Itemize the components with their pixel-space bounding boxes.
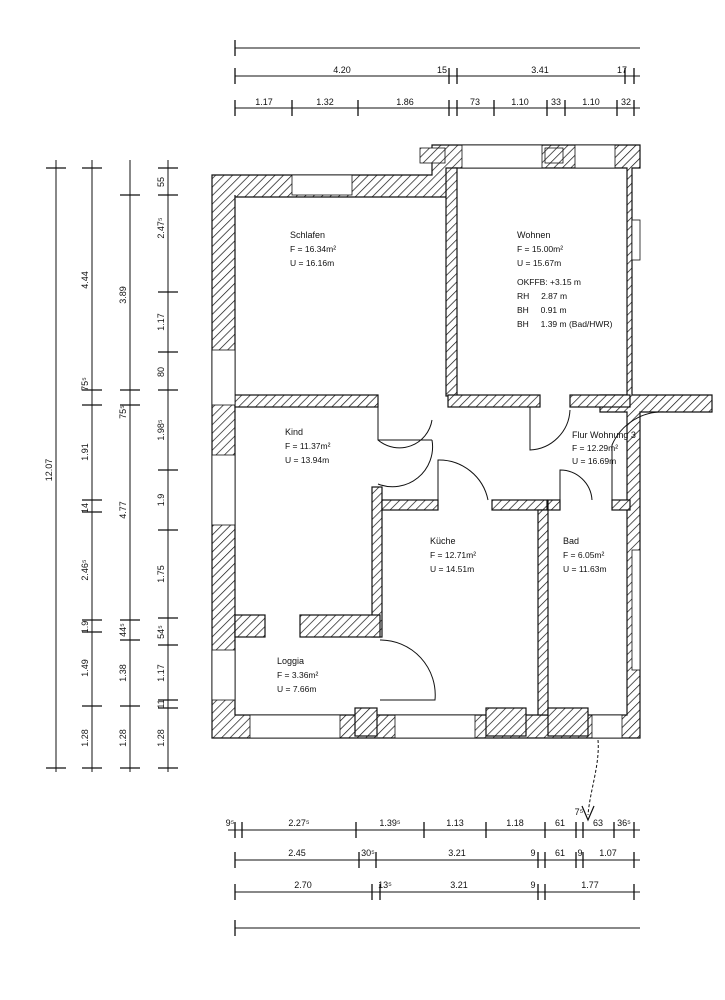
dim-top-r1-0: 4.20 [333,65,351,75]
dim-left-c4-0: 55 [156,177,166,187]
dim-left-c2-0: 4.44 [80,271,90,289]
dim-top-r1-3: 17 [617,65,627,75]
room-area: F = 6.05m² [563,550,605,560]
room-schlafen: Schlafen F = 16.34m² U = 16.16m [290,230,336,268]
dim-bottom-r2-3: 9 [530,848,535,858]
room-kind: Kind F = 11.37m² U = 13.94m [285,427,331,465]
dim-bottom-r2-2: 3.21 [448,848,466,858]
room-name: Wohnen [517,230,550,240]
room-kueche: Küche F = 12.71m² U = 14.51m [430,536,476,574]
room-area: F = 12.71m² [430,550,476,560]
dim-bottom-r1-0: 9⁵ [226,818,235,828]
doors [377,407,666,701]
room-area: F = 15.00m² [517,244,563,254]
dim-left-c4-2: 1.17 [156,313,166,331]
dim-left-c3-1: 75⁵ [118,405,128,419]
walls [211,144,713,739]
dim-bottom-r2-5: 9 [577,848,582,858]
bottom-dimension-chains: 9⁵ 2.27⁵ 1.39⁵ 1.13 1.18 61 7⁵ 63 36⁵ 2.… [226,807,640,936]
dim-bottom-r3-4: 1.77 [581,880,599,890]
room-name: Loggia [277,656,304,666]
dim-top-r2-0: 1.17 [255,97,273,107]
dim-left-c3-5: 1.28 [118,729,128,747]
room-name: Bad [563,536,579,546]
dim-left-c3-0: 3.89 [118,286,128,304]
left-dimension-chains: 12.07 4.44 75⁵ 1.91 14 2.46⁵ 1.9 1.49 1.… [44,160,178,772]
dim-left-c4-3: 80 [156,367,166,377]
dim-left-c2-2: 1.91 [80,443,90,461]
dim-bottom-r3-2: 3.21 [450,880,468,890]
dim-bottom-r1-2: 1.39⁵ [379,818,401,828]
dim-top-r2-1: 1.32 [316,97,334,107]
dim-top-r2-7: 32 [621,97,631,107]
dim-bottom-r3-1: 13⁵ [378,880,392,890]
dim-bottom-r2-6: 1.07 [599,848,617,858]
dim-bottom-r1-1: 2.27⁵ [288,818,310,828]
dim-left-c4-5: 1.9 [156,494,166,507]
room-extra: RH 2.87 m [517,291,567,301]
room-perimeter: U = 13.94m [285,455,329,465]
top-dimension-chains: 4.20 15 3.41 17 1.17 1.32 1.86 73 1.10 3… [234,40,640,116]
dim-left-c4-4: 1.98⁵ [156,419,166,441]
room-flur: Flur Wohnung 3 F = 12.29m² U = 16.69m [572,430,636,466]
room-area: F = 12.29m² [572,443,618,453]
room-perimeter: U = 11.63m [563,564,607,574]
dim-bottom-r1-5: 61 [555,818,565,828]
room-area: F = 11.37m² [285,441,331,451]
dim-bottom-r1-6: 7⁵ [575,807,584,817]
room-extra: BH 1.39 m (Bad/HWR) [517,319,613,329]
dim-left-c4-9: 11 [156,699,166,708]
room-extra: OKFFB: +3.15 m [517,277,581,287]
room-area: F = 3.36m² [277,670,319,680]
room-loggia: Loggia F = 3.36m² U = 7.66m [277,656,319,694]
dim-top-r1-1: 15 [437,65,447,75]
room-area: F = 16.34m² [290,244,336,254]
dim-bottom-r1-7: 63 [593,818,603,828]
room-name: Flur Wohnung 3 [572,430,636,440]
dim-top-r2-5: 33 [551,97,561,107]
dim-bottom-r3-0: 2.70 [294,880,312,890]
dim-left-c2-6: 1.49 [80,659,90,677]
room-perimeter: U = 7.66m [277,684,316,694]
room-name: Küche [430,536,456,546]
dim-bottom-r1-8: 36⁵ [617,818,631,828]
dim-left-c3-4: 1.38 [118,664,128,682]
dim-top-r1-2: 3.41 [531,65,549,75]
dim-left-c2-3: 14 [80,503,90,513]
dim-left-c4-1: 2.47⁵ [156,217,166,239]
dim-bottom-r3-3: 9 [530,880,535,890]
room-perimeter: U = 15.67m [517,258,561,268]
dim-left-c2-5: 1.9 [80,621,90,634]
dim-left-c2-7: 1.28 [80,729,90,747]
dim-left-c3-3: 44⁵ [118,623,128,637]
dim-bottom-r1-4: 1.18 [506,818,524,828]
room-perimeter: U = 16.69m [572,456,616,466]
dim-bottom-r1-3: 1.13 [446,818,464,828]
dim-top-r2-6: 1.10 [582,97,600,107]
dim-top-r2-3: 73 [470,97,480,107]
dim-left-c4-6: 1.75 [156,565,166,583]
dim-left-c2-1: 75⁵ [80,377,90,391]
dim-left-c4-8: 1.17 [156,664,166,682]
entrance-arrow-icon [581,739,599,822]
room-name: Schlafen [290,230,325,240]
dim-bottom-r2-1: 30⁵ [361,848,375,858]
dim-left-c3-2: 4.77 [118,501,128,519]
room-extra: BH 0.91 m [517,305,567,315]
room-perimeter: U = 16.16m [290,258,334,268]
dim-top-r2-4: 1.10 [511,97,529,107]
dim-left-c4-10: 1.28 [156,729,166,747]
room-bad: Bad F = 6.05m² U = 11.63m [563,536,607,574]
dim-bottom-r2-4: 61 [555,848,565,858]
dim-left-total: 12.07 [44,459,54,482]
dim-left-c2-4: 2.46⁵ [80,559,90,581]
room-wohnen: Wohnen F = 15.00m² U = 15.67m OKFFB: +3.… [517,230,613,329]
dim-top-r2-2: 1.86 [396,97,414,107]
dim-left-c4-7: 54⁵ [156,625,166,639]
room-name: Kind [285,427,303,437]
room-perimeter: U = 14.51m [430,564,474,574]
dim-bottom-r2-0: 2.45 [288,848,306,858]
